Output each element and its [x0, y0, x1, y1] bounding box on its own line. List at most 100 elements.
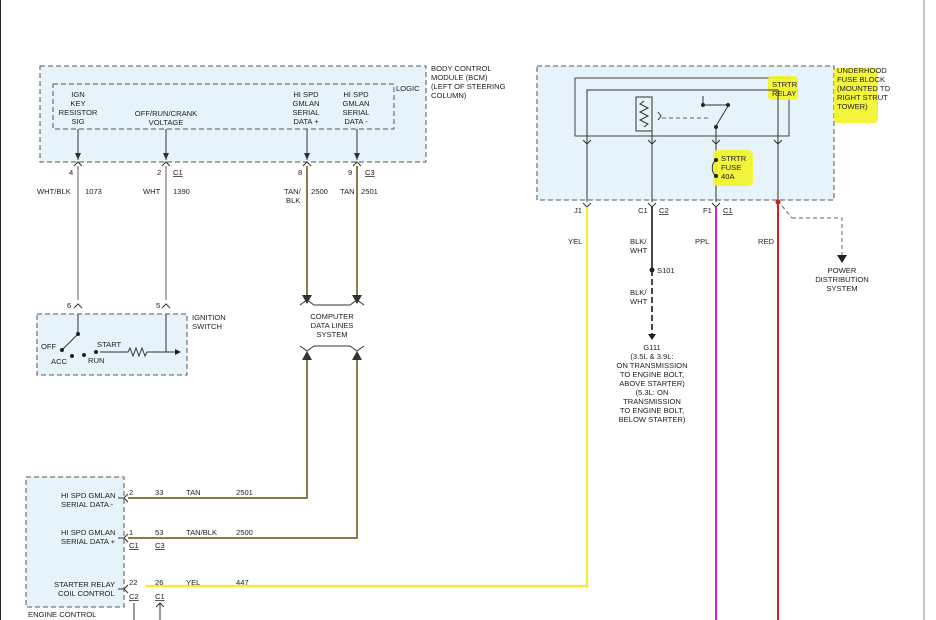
wire2-color: WHT — [143, 187, 161, 196]
bcm-sig2-l1: OFF/RUN/CRANK — [135, 109, 197, 118]
ecm-row3-connpin: 26 — [155, 578, 163, 587]
wire-ppl-label: PPL — [695, 237, 709, 246]
fuse-block-title-1: UNDERHOOD — [837, 66, 887, 75]
ecm-row3-l1: STARTER RELAY — [54, 580, 115, 589]
ecm-row3-circuit: 447 — [236, 578, 249, 587]
bcm-sig4-l2: GMLAN — [342, 99, 369, 108]
data-lines-l3: SYSTEM — [316, 330, 347, 339]
wire-red-label: RED — [758, 237, 775, 246]
relay-label-highlight — [768, 76, 798, 100]
ecm-title: ENGINE CONTROL — [28, 610, 96, 619]
fuse-label-3: 40A — [721, 172, 735, 181]
bcm-sig4-l4: DATA - — [344, 117, 368, 126]
bcm-sig2-l2: VOLTAGE — [149, 118, 184, 127]
ground-l1: (3.5L & 3.9L: — [630, 352, 673, 361]
relay-box — [574, 77, 790, 137]
wire2-circuit: 1390 — [173, 187, 190, 196]
fuse-block-title-3: (MOUNTED TO — [837, 84, 890, 93]
bcm-sig1-l4: SIG — [71, 117, 84, 126]
ecm-row1-l2: SERIAL DATA - — [61, 500, 114, 509]
ecm-row3-pin: 22 — [129, 578, 137, 587]
ecm-row1-color: TAN — [186, 488, 201, 497]
ecm-box — [25, 476, 125, 608]
ground-l5: (5.3L: ON — [636, 388, 669, 397]
ign-pos-run: RUN — [88, 356, 104, 365]
splice-s101-label: S101 — [657, 266, 675, 275]
ign-title-2: SWITCH — [192, 322, 222, 331]
fuse-conn-c1: C1 — [723, 206, 733, 215]
wire3-color-2: BLK — [286, 196, 300, 205]
bcm-conn-c3: C3 — [365, 168, 375, 177]
fuse-block-title-highlight — [834, 68, 878, 123]
ground-l2: ON TRANSMISSION — [616, 361, 687, 370]
ecm-conn-c2-a: C2 — [129, 592, 139, 601]
relay-label-1: STRTR — [772, 80, 798, 89]
bcm-sig3-l1: HI SPD — [293, 90, 319, 99]
wire-blk-top-2: WHT — [630, 246, 648, 255]
relay-label-2: RELAY — [772, 89, 796, 98]
wire3-circuit: 2500 — [311, 187, 328, 196]
ground-l8: BELOW STARTER) — [619, 415, 686, 424]
bcm-sig3-l4: DATA + — [293, 117, 319, 126]
bcm-pin-8: 8 — [298, 168, 302, 177]
ecm-row1-connpin: 33 — [155, 488, 163, 497]
bcm-title-4: COLUMN) — [431, 91, 467, 100]
wire4-color: TAN — [340, 187, 355, 196]
ecm-row1-pin: 2 — [129, 488, 133, 497]
data-lines-l2: DATA LINES — [311, 321, 354, 330]
ign-title-1: IGNITION — [192, 313, 226, 322]
bcm-title-2: MODULE (BCM) — [431, 73, 488, 82]
ecm-conn-c1-b: C1 — [155, 592, 165, 601]
wire-blk-top-1: BLK/ — [630, 237, 647, 246]
ign-pos-acc: ACC — [51, 357, 68, 366]
power-dist-l2: DISTRIBUTION — [815, 275, 869, 284]
fuse-label-2: FUSE — [721, 163, 741, 172]
ignition-box — [36, 313, 188, 376]
ground-l3: TO ENGINE BOLT, — [620, 370, 684, 379]
underhood-fuse-block: UNDERHOOD FUSE BLOCK (MOUNTED TO RIGHT S… — [536, 65, 890, 219]
ign-pos-start: START — [97, 340, 122, 349]
wire3-color-1: TAN/ — [284, 187, 302, 196]
ecm-conn-c3-b: C3 — [155, 541, 165, 550]
fuse-block-title-4: RIGHT STRUT — [837, 93, 888, 102]
ecm-row3-l2: COIL CONTROL — [58, 589, 115, 598]
wire1-color: WHT/BLK — [37, 187, 71, 196]
bcm-sig1-l3: RESISTOR — [59, 108, 98, 117]
power-dist-l1: POWER — [828, 266, 857, 275]
ecm-row2-pin: 1 — [129, 528, 133, 537]
ign-pos-off: OFF — [41, 342, 57, 351]
bcm-box — [39, 65, 427, 163]
ecm-conn-c1-a: C1 — [129, 541, 139, 550]
ground-l7: TO ENGINE BOLT, — [620, 406, 684, 415]
data-lines-l1: COMPUTER — [310, 312, 354, 321]
ground-name: G111 — [643, 343, 660, 352]
wire-tan-2501-ecm — [128, 358, 308, 499]
ecm-row3-color: YEL — [186, 578, 200, 587]
fuse-pin-f1: F1 — [703, 206, 712, 215]
ignition-switch: 6 5 IGNITION SWITCH OFF ACC RUN START — [36, 301, 226, 376]
bcm-module: LOGIC BODY CONTROL MODULE (BCM) (LEFT OF… — [39, 64, 506, 177]
bcm-pin-4: 4 — [69, 168, 73, 177]
ecm-row2-l2: SERIAL DATA + — [61, 537, 116, 546]
bcm-title-3: (LEFT OF STEERING — [431, 82, 506, 91]
ecm-row2-l1: HI SPD GMLAN — [61, 528, 115, 537]
bcm-logic-label: LOGIC — [396, 84, 420, 93]
ecm-row2-connpin: 53 — [155, 528, 163, 537]
wire1-circuit: 1073 — [85, 187, 102, 196]
bcm-conn-c1: C1 — [173, 168, 183, 177]
splice-s101-dot — [649, 267, 655, 273]
ecm-row2-color: TAN/BLK — [186, 528, 217, 537]
bcm-sig1-l2: KEY — [70, 99, 85, 108]
wire-blk-bot-2: WHT — [630, 297, 648, 306]
bcm-title-1: BODY CONTROL — [431, 64, 492, 73]
fuse-label-1: STRTR — [721, 154, 747, 163]
bcm-sig3-l3: SERIAL — [292, 108, 319, 117]
fuse-pin-c1: C1 — [638, 206, 648, 215]
bcm-pin-2: 2 — [157, 168, 161, 177]
fuse-label-highlight — [713, 150, 753, 186]
fuse-conn-c2: C2 — [659, 206, 669, 215]
wire-blk-bot-1: BLK/ — [630, 288, 647, 297]
fuse-block-title-2: FUSE BLOCK — [837, 75, 885, 84]
ground-g111: G111 (3.5L & 3.9L: ON TRANSMISSION TO EN… — [616, 334, 688, 424]
